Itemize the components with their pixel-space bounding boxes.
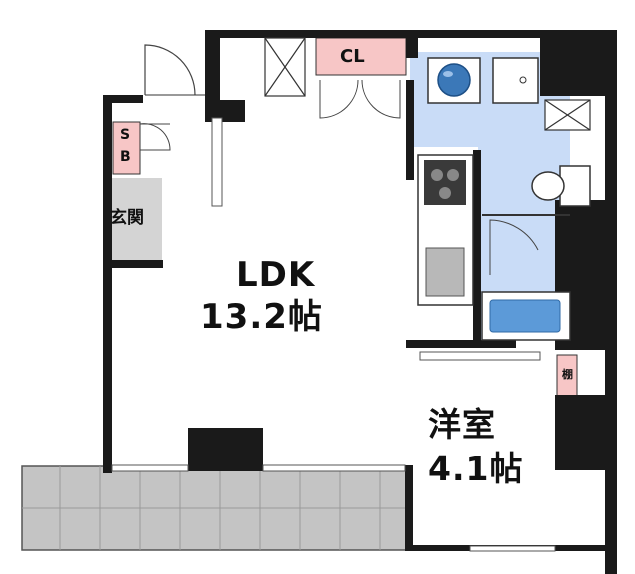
toilet-tank (559, 165, 591, 207)
bathtub-basin (489, 299, 561, 333)
bath-door-swing (489, 219, 539, 275)
western-room-size: 4.1帖 (428, 449, 524, 488)
walls (103, 30, 617, 574)
window (111, 464, 189, 472)
shoe-box-label-s: S (120, 127, 131, 143)
sink (425, 247, 465, 297)
basin-glare (443, 71, 453, 77)
burner-icon (447, 169, 459, 181)
entrance-door-swing (144, 44, 196, 96)
closet-label: CL (340, 46, 365, 67)
drain-icon (519, 76, 527, 84)
ldk-room-size: 13.2帖 (200, 297, 323, 337)
closet-door-swing (361, 79, 401, 119)
western-room-name: 洋室 (428, 405, 496, 444)
window (469, 545, 556, 552)
window (262, 464, 406, 472)
shoe-box-fill (112, 121, 141, 175)
basin-icon (437, 63, 471, 97)
sliding-door (419, 351, 541, 361)
shoe-box-door-swing (139, 123, 171, 151)
pipe-shaft (264, 37, 591, 131)
balcony-grid (22, 466, 408, 550)
washing-machine-pan (492, 57, 539, 104)
burner-icon (431, 169, 443, 181)
ldk-room-name: LDK (236, 255, 316, 295)
shoe-box-label-b: B (120, 149, 131, 165)
toilet-bowl (531, 171, 565, 201)
entrance-label: 玄関 (110, 208, 144, 228)
entrance-floor (108, 178, 162, 263)
burner-icon (439, 187, 451, 199)
closet-door-swing (319, 79, 359, 119)
shelf-label: 棚 (562, 368, 573, 381)
ldk-sliding-panel (211, 117, 223, 207)
